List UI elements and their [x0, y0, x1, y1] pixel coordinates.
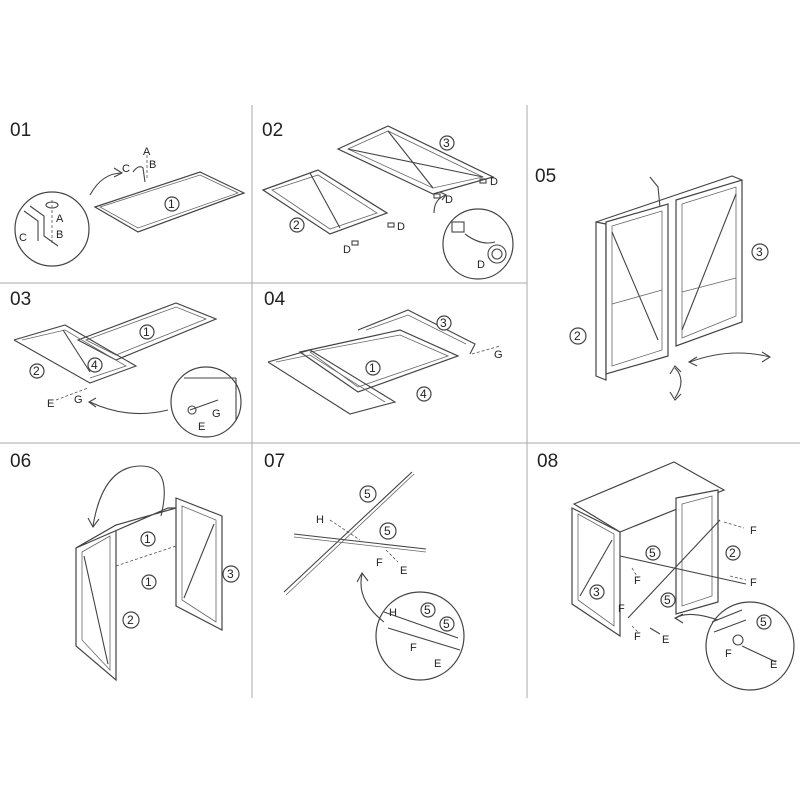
svg-text:2: 2 — [574, 329, 581, 343]
svg-text:2: 2 — [127, 613, 134, 627]
svg-text:E: E — [662, 634, 669, 646]
svg-text:C: C — [19, 232, 27, 244]
step-02-number: 02 — [262, 120, 283, 141]
svg-text:A: A — [56, 213, 64, 225]
svg-text:F: F — [410, 642, 417, 654]
svg-text:3: 3 — [443, 136, 450, 150]
step-03-diagram: 1 2 4 E G G E — [13, 302, 242, 438]
svg-text:D: D — [477, 259, 485, 271]
svg-text:D: D — [445, 194, 453, 206]
step-06-diagram: 1 1 3 2 — [75, 465, 240, 682]
svg-text:5: 5 — [664, 593, 671, 607]
svg-text:3: 3 — [440, 316, 447, 330]
svg-text:2: 2 — [293, 218, 300, 232]
svg-text:A: A — [143, 146, 151, 158]
svg-text:H: H — [316, 514, 324, 526]
step-04-number: 04 — [264, 289, 286, 310]
step-01-number: 01 — [10, 120, 31, 141]
svg-text:1: 1 — [369, 361, 376, 375]
svg-text:F: F — [750, 577, 757, 589]
svg-text:B: B — [149, 159, 156, 171]
svg-text:G: G — [494, 349, 503, 361]
step-08-diagram: 3 2 5 5 F F F F F E 5 F E — [571, 461, 795, 691]
svg-text:2: 2 — [33, 364, 40, 378]
step-02-diagram: 3 D D 2 D D D — [261, 125, 514, 280]
svg-text:D: D — [397, 221, 405, 233]
step-03-number: 03 — [10, 289, 31, 310]
svg-text:F: F — [376, 557, 383, 569]
step-05-number: 05 — [535, 166, 556, 187]
svg-text:1: 1 — [144, 532, 151, 546]
svg-text:D: D — [343, 244, 351, 256]
svg-text:1: 1 — [168, 197, 175, 211]
svg-text:F: F — [634, 631, 641, 643]
step-07-diagram: 5 5 H F E 5 5 H F E — [283, 471, 465, 681]
svg-text:5: 5 — [384, 524, 391, 538]
step-05-diagram: 3 2 — [569, 175, 772, 401]
svg-text:1: 1 — [145, 575, 152, 589]
svg-text:E: E — [198, 421, 205, 433]
svg-text:H: H — [389, 607, 397, 619]
svg-text:F: F — [634, 575, 641, 587]
step-01-diagram: 1 A B C A B C — [14, 146, 246, 267]
svg-text:5: 5 — [760, 615, 767, 629]
svg-text:G: G — [74, 394, 83, 406]
svg-text:F: F — [750, 525, 757, 537]
svg-text:B: B — [56, 229, 63, 241]
svg-text:3: 3 — [756, 245, 763, 259]
svg-text:3: 3 — [227, 567, 234, 581]
svg-text:5: 5 — [364, 487, 371, 501]
step-06-number: 06 — [10, 451, 31, 472]
svg-text:1: 1 — [143, 325, 150, 339]
svg-text:E: E — [434, 658, 441, 670]
svg-text:E: E — [47, 398, 54, 410]
svg-text:4: 4 — [420, 387, 427, 401]
svg-text:5: 5 — [649, 546, 656, 560]
svg-text:5: 5 — [443, 617, 450, 631]
svg-text:F: F — [725, 648, 732, 660]
svg-text:2: 2 — [729, 546, 736, 560]
svg-text:G: G — [212, 408, 221, 420]
svg-text:3: 3 — [593, 585, 600, 599]
step-07-number: 07 — [264, 451, 285, 472]
svg-text:F: F — [618, 603, 625, 615]
svg-text:E: E — [400, 565, 407, 577]
panel-grid — [0, 105, 800, 698]
step-08-number: 08 — [537, 451, 558, 472]
svg-text:4: 4 — [91, 358, 98, 372]
svg-text:D: D — [490, 176, 498, 188]
step-04-diagram: 1 3 4 G — [267, 309, 503, 415]
svg-text:C: C — [122, 163, 130, 175]
svg-text:E: E — [770, 659, 777, 671]
svg-text:5: 5 — [424, 603, 431, 617]
